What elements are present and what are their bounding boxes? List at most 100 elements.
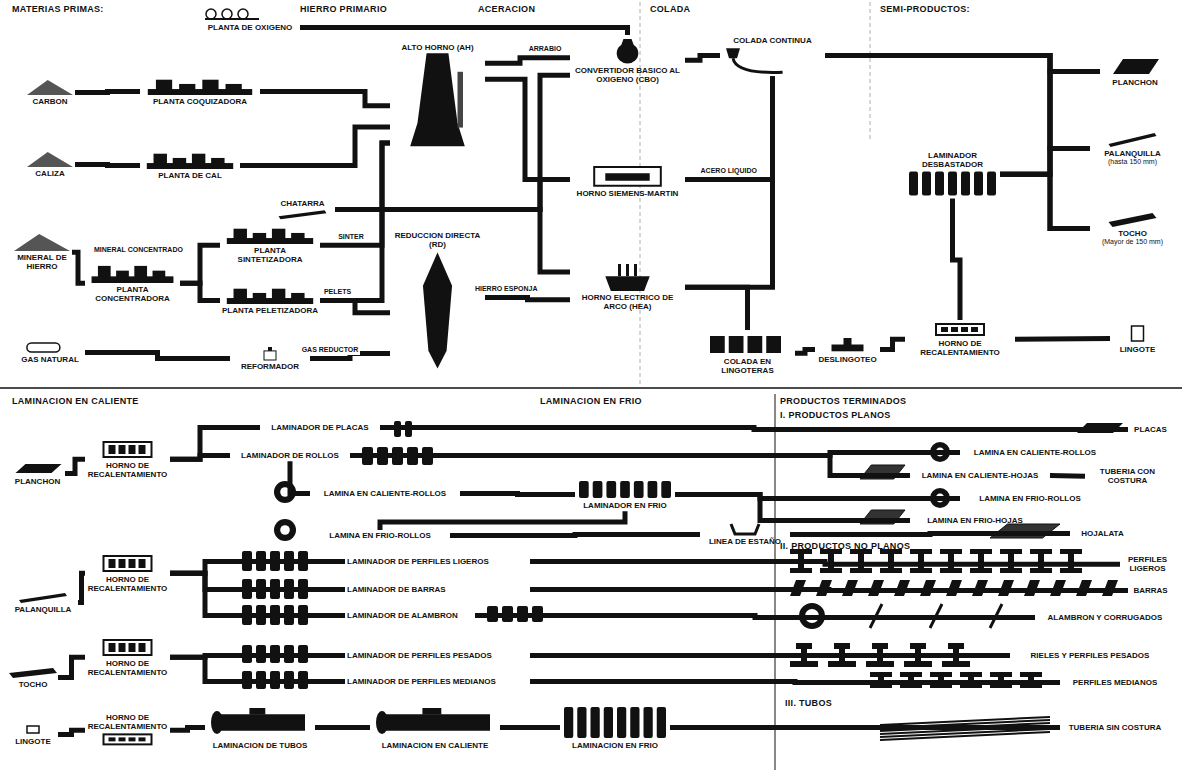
node-text: LAMINADOR DE BARRAS	[347, 585, 528, 594]
process-node: PLANTA DE OXIGENO	[200, 22, 300, 33]
converter-icon	[617, 39, 639, 63]
flow-line	[530, 653, 1010, 658]
process-node: LINGOTE	[1110, 322, 1165, 355]
process-node: HORNO ELECTRICO DE ARCO (HEA)	[570, 262, 685, 312]
rod-icon	[1109, 133, 1157, 147]
pile-icon	[27, 152, 73, 167]
node-text: CARBON	[27, 97, 73, 106]
process-node: HOJALATA	[1070, 528, 1135, 539]
flow-line	[180, 245, 220, 283]
node-text: LAMINA EN CALIENTE-HOJAS	[912, 471, 1048, 480]
process-node: CONVERTIDOR BASICO AL OXIGENO (CBO)	[570, 35, 685, 85]
tin-icon	[731, 524, 759, 534]
section-label: HIERRO PRIMARIO	[300, 4, 387, 14]
process-node: PLACAS	[1128, 424, 1173, 435]
plant-icon	[148, 80, 252, 95]
reheat-icon	[104, 556, 152, 571]
caster-icon	[726, 48, 783, 72]
node-text: LAMINA EN CALIENTE-ROLLOS	[312, 489, 458, 498]
reheat-icon	[936, 324, 984, 335]
beams-icon	[870, 672, 1042, 688]
process-node: ALTO HORNO (AH)	[390, 42, 485, 148]
flow-label: GAS REDUCTOR	[300, 346, 361, 354]
flow-line	[85, 353, 230, 359]
node-text: LAMINADOR EN FRIO	[577, 501, 673, 510]
process-node: GAS NATURAL	[15, 340, 85, 365]
section-label: MATERIAS PRIMAS:	[12, 4, 104, 14]
process-node: LAMINADOR DESBASTADOR	[905, 150, 1000, 198]
process-node: REFORMADOR	[230, 345, 310, 372]
node-text: LINGOTE	[10, 737, 56, 746]
node-text: HOJALATA	[1072, 529, 1133, 538]
node-text: LAMINACION EN FRIO	[562, 741, 668, 750]
process-node: LAMINADOR DE PERFILES LIGEROS	[345, 556, 530, 567]
tube-icon	[376, 708, 490, 734]
node-text: (hasta 150 mm)	[1092, 158, 1173, 166]
node-text: CHATARRA	[272, 199, 333, 208]
flow-line	[485, 297, 570, 299]
flow-line	[1015, 336, 1110, 342]
node-text: COLADA CONTINUA	[722, 36, 823, 45]
ingot-icon	[27, 726, 39, 733]
node-text: ALTO HORNO (AH)	[392, 43, 483, 52]
reformer-icon	[264, 347, 276, 360]
node-text: HORNO SIEMENS-MARTIN	[572, 189, 683, 198]
process-node: LAMINA EN FRIO-ROLLOS	[960, 493, 1100, 504]
flow-line	[795, 350, 815, 354]
section-divider	[870, 2, 871, 140]
node-text: DESLINGOTEO	[817, 355, 878, 364]
process-node: DESLINGOTEO	[815, 334, 880, 365]
flow-line	[180, 283, 220, 300]
node-text: LAMINADOR DE ROLLOS	[232, 451, 348, 460]
section-divider	[0, 387, 1182, 389]
process-node: LINEA DE ESTAÑO	[700, 522, 790, 547]
mill-icon	[564, 707, 666, 738]
flow-line	[685, 76, 773, 179]
process-node: HORNO DE RECALENTAMIENTO	[85, 636, 170, 678]
plant-icon	[147, 154, 233, 169]
pile-icon	[27, 80, 73, 95]
process-node: LAMINACION EN CALIENTE	[370, 704, 500, 751]
process-node: PERFILES MEDIANOS	[1060, 677, 1170, 688]
slab-icon	[1113, 59, 1159, 74]
node-text: PERFILES MEDIANOS	[1062, 678, 1168, 687]
flow-line	[685, 287, 748, 330]
node-text: REFORMADOR	[232, 362, 308, 371]
process-node: HORNO DE RECALENTAMIENTO	[85, 552, 170, 594]
plant-icon	[227, 229, 313, 244]
process-node: HORNO DE RECALENTAMIENTO	[905, 320, 1015, 358]
process-node: TOCHO	[8, 665, 58, 690]
flow-label: SINTER	[336, 233, 366, 241]
node-text: (Mayor de 150 mm)	[1092, 238, 1173, 246]
flow-line	[685, 56, 720, 61]
node-text: PALANQUILLA	[10, 605, 76, 614]
flow-line	[78, 573, 85, 602]
process-node: HORNO DE RECALENTAMIENTO	[85, 438, 170, 480]
section-label: PRODUCTOS TERMINADOS	[780, 396, 906, 406]
plant-icon	[227, 289, 313, 304]
process-node: HORNO DE RECALENTAMIENTO	[85, 712, 170, 748]
flow-line	[170, 728, 205, 731]
node-text: PERFILES LIGEROS	[1122, 555, 1173, 573]
flow-line	[880, 339, 905, 349]
process-node: CARBON	[25, 78, 75, 107]
flow-line	[953, 198, 961, 320]
flow-line	[530, 590, 1128, 591]
node-text: PLANCHON	[1102, 78, 1168, 87]
node-text: LINEA DE ESTAÑO	[702, 537, 788, 546]
reheat-icon	[104, 734, 152, 744]
process-node: PLANTA SINTETIZADORA	[220, 225, 320, 265]
process-node: HORNO SIEMENS-MARTIN	[570, 160, 685, 199]
flow-line	[380, 511, 625, 530]
flow-line	[350, 456, 910, 476]
ingot-icon	[1132, 326, 1144, 341]
process-node: LAMINADOR DE ALAMBRON	[345, 610, 475, 621]
bloom-icon	[9, 668, 57, 678]
node-text: TUBERIA CON COSTURA	[1087, 467, 1168, 485]
node-text: CALIZA	[27, 169, 73, 178]
flow-line	[315, 725, 370, 730]
flow-label: PELETS	[322, 288, 353, 296]
sm-icon	[594, 167, 661, 186]
flow-line	[485, 58, 570, 64]
